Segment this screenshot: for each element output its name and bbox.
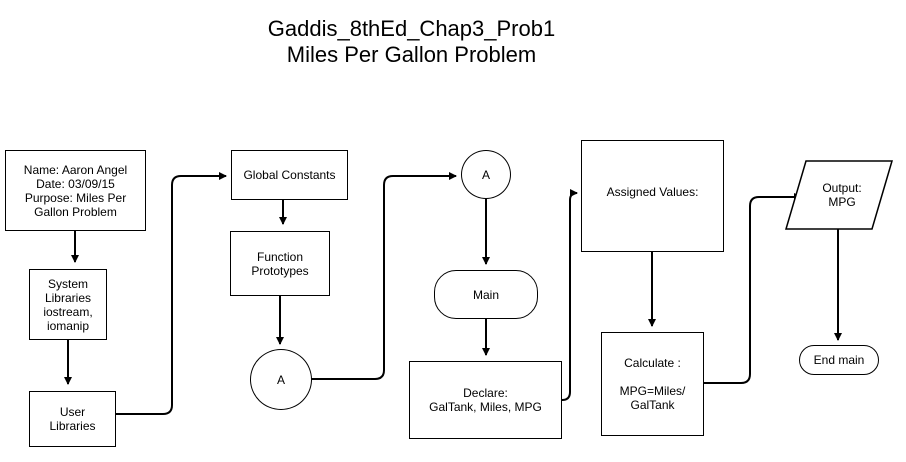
arrow-user-to-global [116,172,227,415]
header-info-box: Name: Aaron Angel Date: 03/09/15 Purpose… [5,150,146,231]
diagram-subtitle: Miles Per Gallon Problem [286,42,537,67]
main-terminal: Main [434,270,538,319]
declare-box: Declare: GalTank, Miles, MPG [409,361,562,439]
user-libraries-box: User Libraries [29,391,116,447]
connector-a-top: A [461,150,511,199]
function-prototypes-box: Function Prototypes [230,231,330,296]
system-libraries-box: System Libraries iostream, iomanip [29,269,107,340]
end-main-terminal: End main [799,345,879,375]
diagram-title: Gaddis_8thEd_Chap3_Prob1 [267,16,556,41]
arrow-connector-to-connector [311,172,457,380]
arrow-declare-to-assigned [561,189,578,401]
global-constants-box: Global Constants [231,150,348,200]
assigned-values-box: Assigned Values: [581,140,724,252]
output-parallelogram [784,160,894,230]
arrow-calculate-to-output [704,193,802,384]
output-label: Output: MPG [822,181,862,209]
calculate-box: Calculate : MPG=Miles/ GalTank [601,332,704,436]
connector-a-bottom: A [250,349,312,410]
